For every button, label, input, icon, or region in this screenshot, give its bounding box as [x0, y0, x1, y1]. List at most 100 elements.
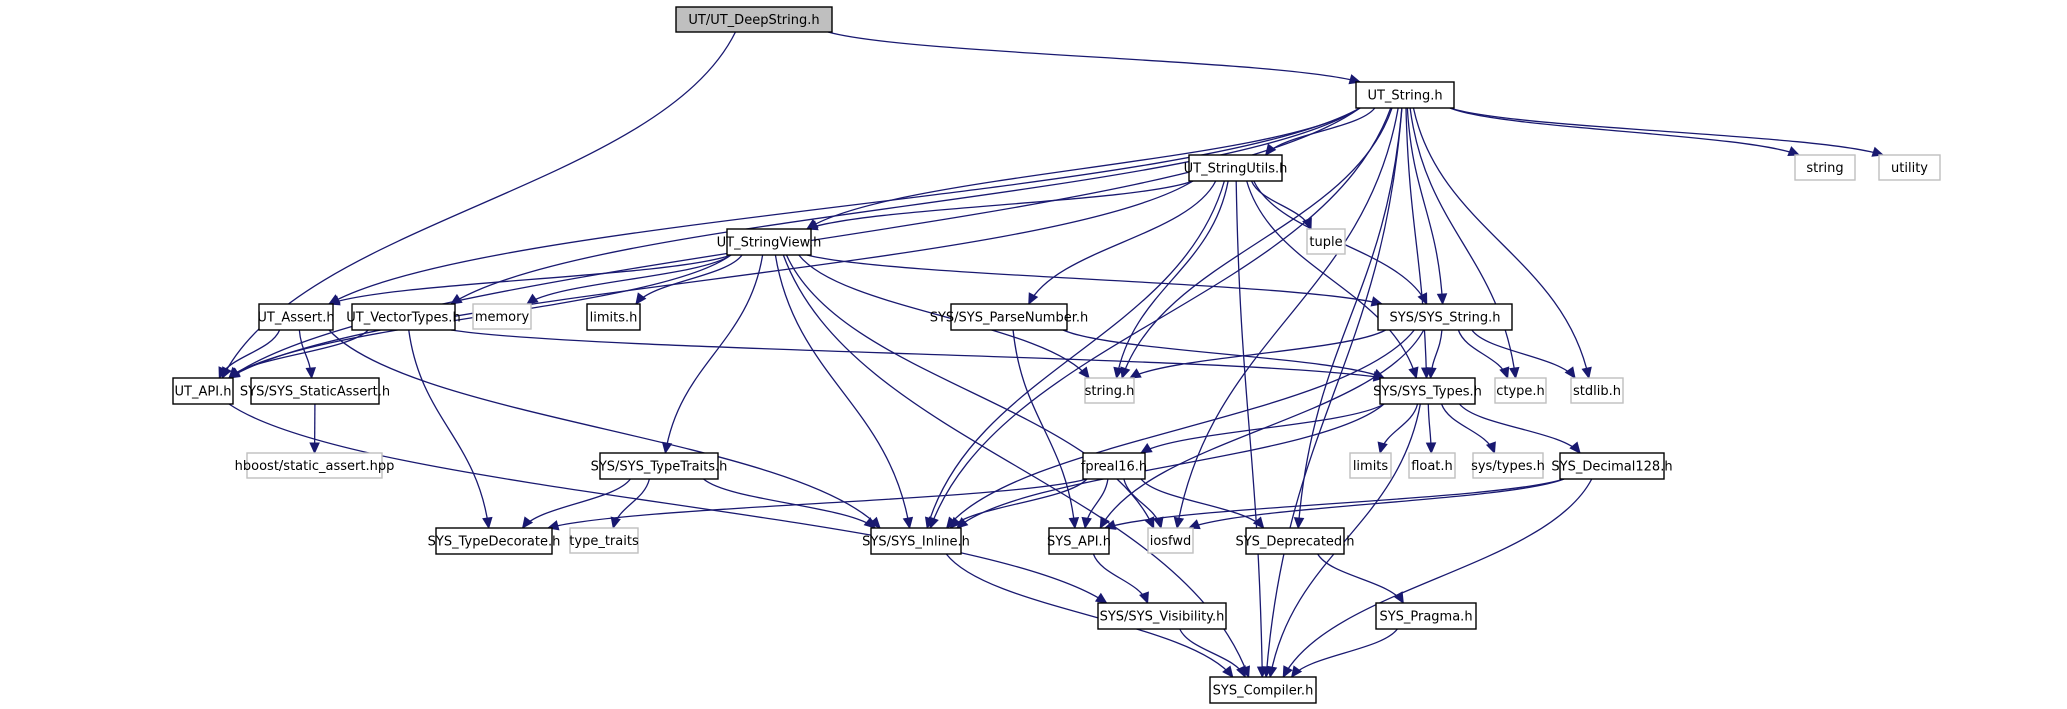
edge-ut-stringview-to-sys-typetraits — [664, 254, 764, 454]
node-sys-compiler[interactable]: SYS_Compiler.h — [1209, 676, 1317, 704]
node-ut-assert[interactable]: UT_Assert.h — [257, 303, 335, 331]
node-sys-inline[interactable]: SYS/SYS_Inline.h — [862, 527, 970, 555]
edge-ut-string-to-ut-assert — [328, 107, 1361, 305]
node-sys-api[interactable]: SYS_API.h — [1047, 527, 1111, 555]
edge-ut-vectortypes-to-ut-api — [228, 329, 369, 379]
node-label: SYS/SYS_Visibility.h — [1100, 610, 1225, 625]
edge-sys-pragma-to-sys-compiler — [1291, 628, 1398, 678]
arrowhead-icon — [521, 516, 534, 529]
edge-sys-deprecated-to-sys-pragma — [1317, 553, 1404, 604]
node-ctype-h[interactable]: ctype.h — [1494, 377, 1547, 404]
node-sys-types[interactable]: SYS/SYS_Types.h — [1373, 377, 1482, 405]
node-sys-typetraits[interactable]: SYS/SYS_TypeTraits.h — [591, 452, 728, 480]
arrowhead-icon — [526, 293, 539, 305]
node-limits-h[interactable]: limits.h — [586, 303, 641, 331]
arrowhead-icon — [1485, 441, 1496, 455]
edge-ut-string-to-sys-string — [1406, 107, 1444, 305]
node-box — [569, 527, 639, 554]
node-box — [1349, 452, 1392, 479]
node-box — [1794, 154, 1856, 181]
arrowhead-icon — [1266, 665, 1278, 679]
arrowhead-icon — [1581, 366, 1592, 380]
edge-ut-string-to-string — [1449, 107, 1800, 156]
arrowhead-icon — [1426, 367, 1437, 380]
node-ut-stringutils[interactable]: UT_StringUtils.h — [1184, 154, 1288, 182]
arrowhead-icon — [1569, 441, 1581, 454]
arrowhead-icon — [1436, 293, 1448, 306]
node-string[interactable]: string — [1794, 154, 1856, 181]
edges-layer — [218, 31, 1885, 679]
arrowhead-icon — [869, 516, 881, 529]
node-memory[interactable]: memory — [472, 303, 532, 330]
node-label: fpreal16.h — [1081, 460, 1147, 475]
node-box — [246, 452, 383, 479]
node-deepstring[interactable]: UT/UT_DeepString.h — [675, 6, 833, 33]
node-sys-deprecated[interactable]: SYS_Deprecated.h — [1235, 527, 1355, 555]
arrowhead-icon — [1293, 517, 1305, 530]
node-box — [472, 303, 532, 330]
edge-ut-stringutils-to-string-h — [1115, 180, 1229, 379]
node-sys-decimal128[interactable]: SYS_Decimal128.h — [1551, 452, 1673, 480]
node-box — [1209, 676, 1317, 704]
node-ut-api[interactable]: UT_API.h — [172, 377, 234, 405]
node-label: UT_StringUtils.h — [1184, 162, 1288, 177]
arrowhead-icon — [924, 516, 936, 530]
node-box — [1048, 527, 1110, 555]
arrowhead-icon — [1787, 146, 1801, 156]
node-ut-stringview[interactable]: UT_StringView.h — [717, 228, 822, 256]
arrowhead-icon — [1302, 217, 1312, 231]
node-stdlib-h[interactable]: stdlib.h — [1570, 377, 1624, 404]
node-fpreal16[interactable]: fpreal16.h — [1081, 452, 1147, 480]
node-hboost-sa[interactable]: hboost/static_assert.hpp — [235, 452, 395, 479]
edge-ut-stringutils-to-sys-parsenumber — [1028, 180, 1217, 305]
node-sys-string[interactable]: SYS/SYS_String.h — [1377, 303, 1513, 331]
node-label: SYS_Deprecated.h — [1235, 535, 1354, 550]
node-box — [1379, 377, 1476, 405]
node-limits[interactable]: limits — [1349, 452, 1392, 479]
node-sys-staticassert[interactable]: SYS/SYS_StaticAssert.h — [240, 377, 390, 405]
edge-fpreal16-to-sys-deprecated — [1140, 478, 1265, 529]
arrowhead-icon — [1139, 443, 1153, 454]
edge-ut-stringview-to-iosfwd — [785, 254, 1155, 529]
edge-ut-stringutils-to-ut-stringview — [806, 180, 1194, 230]
node-label: SYS/SYS_Types.h — [1373, 385, 1482, 400]
arrowhead-icon — [1564, 366, 1576, 379]
edge-ut-stringview-to-sys-string — [806, 254, 1383, 305]
node-label: string — [1806, 161, 1843, 176]
edge-sys-string-to-sys-inline — [946, 329, 1415, 529]
edge-ut-string-to-ut-vectortypes — [450, 107, 1361, 305]
node-ut-vectortypes[interactable]: UT_VectorTypes.h — [346, 303, 461, 331]
node-box — [258, 303, 334, 331]
node-sys-parsenumber[interactable]: SYS/SYS_ParseNumber.h — [930, 303, 1089, 331]
node-sys-types-h[interactable]: sys/types.h — [1471, 452, 1545, 479]
node-ut-string[interactable]: UT_String.h — [1355, 81, 1455, 109]
edge-ut-stringutils-to-ut-api — [228, 180, 1194, 379]
node-box — [1082, 452, 1146, 480]
node-box — [1878, 154, 1941, 181]
node-tuple[interactable]: tuple — [1306, 228, 1346, 255]
node-type-traits[interactable]: type_traits — [569, 527, 639, 554]
node-box — [1377, 303, 1513, 331]
node-label: SYS/SYS_Inline.h — [862, 535, 970, 550]
node-sys-typedecorate[interactable]: SYS_TypeDecorate.h — [428, 527, 561, 555]
arrowhead-icon — [228, 366, 241, 379]
edge-ut-stringview-to-limits-h — [635, 254, 743, 305]
node-label: memory — [475, 310, 530, 325]
node-box — [1408, 452, 1456, 479]
node-sys-visibility[interactable]: SYS/SYS_Visibility.h — [1097, 602, 1227, 630]
node-string-h[interactable]: string.h — [1084, 377, 1135, 404]
node-float-h[interactable]: float.h — [1408, 452, 1456, 479]
node-label: limits.h — [590, 311, 638, 326]
edge-sys-typetraits-to-sys-inline — [703, 478, 876, 529]
node-box — [1355, 81, 1455, 109]
node-sys-pragma[interactable]: SYS_Pragma.h — [1375, 602, 1477, 630]
edge-ut-assert-to-sys-inline — [328, 329, 881, 529]
arrowhead-icon — [610, 516, 621, 530]
node-label: hboost/static_assert.hpp — [235, 459, 395, 474]
edge-sys-string-to-stdlib-h — [1471, 329, 1576, 379]
node-utility[interactable]: utility — [1878, 154, 1941, 181]
node-iosfwd[interactable]: iosfwd — [1147, 527, 1194, 554]
node-box — [1188, 154, 1283, 182]
arrowhead-icon — [1128, 368, 1142, 379]
arrowhead-icon — [482, 516, 493, 530]
